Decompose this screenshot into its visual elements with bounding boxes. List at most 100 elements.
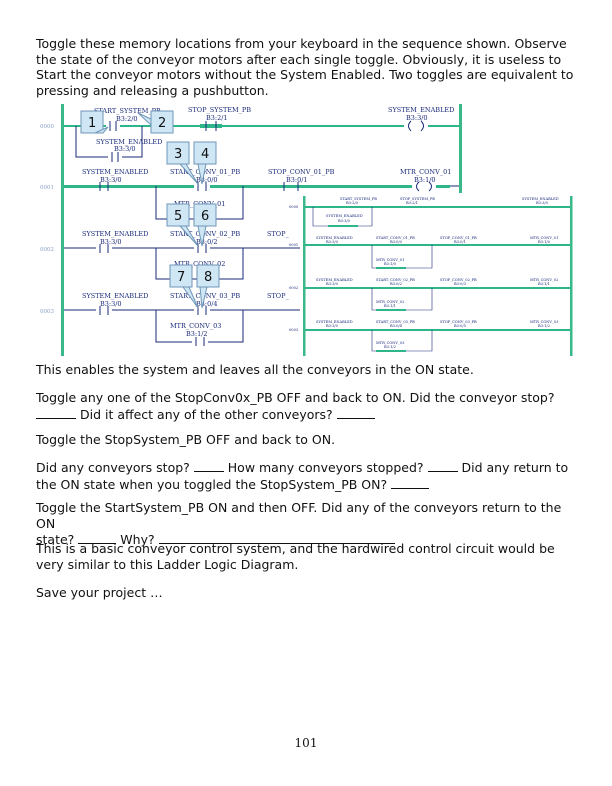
inset-system-enabled-label: SYSTEM_ENABLED (316, 278, 353, 282)
inset-ladder-view: 0000 0001 0002 0003 START_SYSTEM_PB B3:2… (289, 193, 576, 358)
mtr-conv-1-coil-addr: B3:1/0 (414, 176, 436, 184)
inset-mtr-conv-2-label: MTR_CONV_02 (530, 278, 558, 282)
inset-system-enabled-coil-label: SYSTEM_ENABLED (522, 197, 559, 201)
question-stop-system: Did any conveyors stop? How many conveyo… (36, 459, 581, 492)
stop-conv-2-label: STOP_ (267, 230, 289, 238)
system-enabled-contact[interactable] (96, 244, 112, 253)
inset-mtr-conv-3-addr: B3:1/2 (538, 324, 550, 328)
question-text: Toggle the StartSystem_PB ON and then OF… (36, 500, 562, 531)
rung-number: 0000 (40, 124, 54, 130)
inset-rung-0003: SYSTEM_ENABLED B3:3/0 START_CONV_03_PB B… (305, 320, 570, 352)
system-enabled-contact[interactable] (96, 306, 112, 315)
system-enabled-label: SYSTEM_ENABLED (96, 138, 162, 146)
start-system-addr: B3:2/0 (116, 115, 138, 123)
inset-mtr-conv-3-seal-addr: B3:1/2 (384, 345, 396, 349)
rung-0003: SYSTEM_ENABLED B3:3/0 START_CONV_03_PB B… (64, 292, 300, 346)
system-enabled-addr: B3:3/0 (100, 238, 122, 246)
question-text: Did any return to (461, 460, 569, 475)
start-system-contact[interactable] (106, 121, 120, 131)
system-enabled-label: SYSTEM_ENABLED (82, 292, 148, 300)
rung-number: 0001 (40, 185, 54, 191)
callout-3: 3 (166, 141, 199, 185)
inset-mtr-conv-1-label: MTR_CONV_01 (530, 236, 558, 240)
mtr-conv-1-coil-label: MTR_CONV_01 (400, 168, 451, 176)
mtr-conv-3-addr: B3:1/2 (186, 330, 208, 338)
inset-system-enabled-addr: B3:3/0 (326, 324, 339, 328)
inset-mtr-conv-2-seal-addr: B3:1/1 (384, 304, 396, 308)
inset-start-conv-1-addr: B3:0/0 (390, 240, 403, 244)
inset-left-rail (303, 196, 306, 356)
inset-system-enabled-addr: B3:3/0 (326, 282, 339, 286)
inset-rung-0002: SYSTEM_ENABLED B3:3/0 START_CONV_02_PB B… (305, 278, 570, 311)
inset-start-system-label: START_SYSTEM_PB (340, 197, 377, 201)
stop-conv-3-label: STOP_ (267, 292, 289, 300)
basic-system-paragraph: This is a basic conveyor control system,… (36, 541, 555, 572)
inset-start-system-addr: B3:2/0 (346, 201, 359, 205)
answer-blank[interactable] (158, 531, 395, 544)
inset-stop-conv-1-addr: B3:0/1 (454, 240, 466, 244)
callout-8: 8 (196, 264, 220, 309)
inset-mtr-conv-3-label: MTR_CONV_03 (530, 320, 559, 324)
inset-start-conv-1-label: START_CONV_01_PB (376, 236, 415, 240)
answer-blank[interactable] (336, 406, 375, 419)
inset-stop-system-label: STOP_SYSTEM_PB (400, 197, 435, 201)
system-enabled-contact[interactable] (96, 182, 112, 191)
inset-mtr-conv-1-seal-label: MTR_CONV_01 (376, 258, 404, 262)
question-text: Toggle any one of the StopConv0x_PB OFF … (36, 390, 555, 405)
svg-text:3: 3 (174, 147, 182, 162)
inset-system-enabled-label: SYSTEM_ENABLED (316, 236, 353, 240)
inset-stop-conv-3-addr: B3:0/5 (454, 324, 467, 328)
answer-blank[interactable] (36, 406, 76, 419)
intro-paragraph: Toggle these memory locations from your … (36, 36, 574, 98)
question-text: the ON state when you toggled the StopSy… (36, 476, 388, 492)
save-project-paragraph: Save your project … (36, 585, 163, 600)
left-power-rail (61, 104, 64, 356)
inset-system-enabled-label: SYSTEM_ENABLED (316, 320, 353, 324)
system-enabled-seal-contact[interactable] (108, 152, 122, 162)
answer-blank[interactable] (427, 459, 458, 472)
stop-system-addr: B3:2/1 (206, 114, 228, 122)
inset-system-enabled-coil-addr: B3:3/0 (536, 201, 549, 205)
svg-text:5: 5 (174, 209, 182, 224)
inset-stop-conv-2-label: STOP_CONV_02_PB (440, 278, 477, 282)
callout-4: 4 (193, 141, 217, 185)
enables-paragraph: This enables the system and leaves all t… (36, 362, 474, 377)
inset-rung-number: 0000 (289, 205, 299, 209)
inset-start-conv-3-label: START_CONV_03_PB (376, 320, 415, 324)
stop-system-contact[interactable] (200, 121, 222, 131)
mtr-conv-1-coil (412, 181, 436, 192)
inset-rung-0000: START_SYSTEM_PB B3:2/0 STOP_SYSTEM_PB B3… (305, 197, 570, 227)
inset-start-conv-3-addr: B3:0/4 (390, 324, 403, 328)
stop-conv-1-contact[interactable] (278, 182, 304, 191)
inset-mtr-conv-1-seal-addr: B3:1/0 (384, 262, 397, 266)
answer-blank[interactable] (78, 531, 117, 544)
mtr-conv-3-seal-contact[interactable] (192, 337, 208, 346)
start-conv-2-addr: B3:0/2 (196, 238, 218, 246)
system-enabled-label: SYSTEM_ENABLED (82, 168, 148, 176)
stop-conv-1-addr: B3:0/1 (286, 176, 308, 184)
start-conv-2-label: START_CONV_02_PB (170, 230, 240, 238)
system-enabled-addr: B3:3/0 (100, 300, 122, 308)
callout-7: 7 (169, 264, 199, 309)
system-enabled-coil-addr: B3:3/0 (406, 114, 428, 122)
start-conv-1-addr: B3:0/0 (196, 176, 218, 184)
answer-blank[interactable] (193, 459, 224, 472)
rung-0000: START_SYSTEM_PB B3:2/0 SYSTEM_ENABLED B3… (64, 106, 459, 162)
system-enabled-addr: B3:3/0 (114, 145, 136, 153)
rung-number: 0002 (40, 247, 54, 253)
callout-2: 2 (137, 110, 174, 134)
svg-text:8: 8 (204, 270, 212, 285)
rung-0002: SYSTEM_ENABLED B3:3/0 START_CONV_02_PB B… (64, 230, 300, 280)
answer-blank[interactable] (391, 476, 430, 489)
rung-number: 0003 (40, 309, 54, 315)
question-text: Did it affect any of the other conveyors… (79, 406, 333, 422)
inset-rung-0001: SYSTEM_ENABLED B3:3/0 START_CONV_01_PB B… (305, 236, 570, 269)
mtr-conv-2-label: MTR_CONV_02 (174, 260, 225, 268)
question-text: state? (36, 532, 75, 547)
svg-text:1: 1 (88, 116, 96, 131)
inset-stop-system-addr: B3:2/1 (406, 201, 418, 205)
question-text: Did any conveyors stop? (36, 460, 190, 475)
system-enabled-addr: B3:3/0 (100, 176, 122, 184)
svg-text:7: 7 (177, 270, 185, 285)
